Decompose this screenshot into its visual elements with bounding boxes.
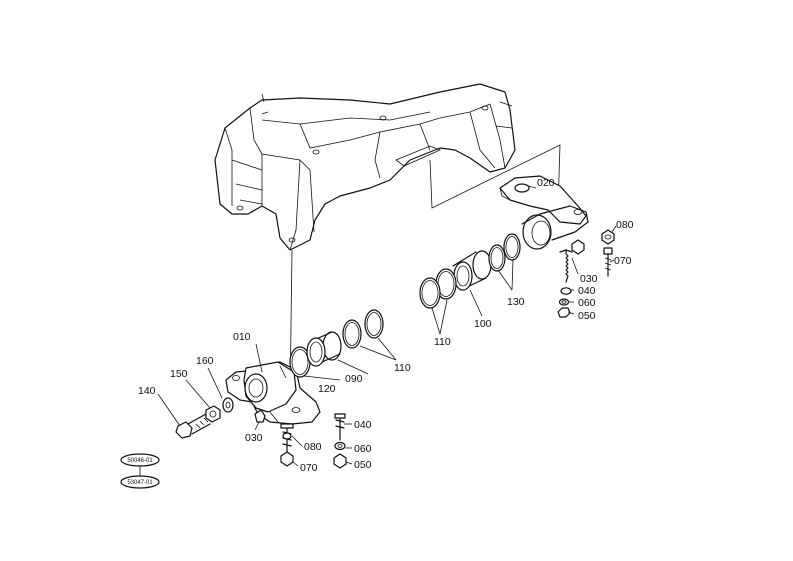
leader-lines	[139, 185, 617, 478]
label-050-left: 050	[354, 459, 372, 471]
fasteners-left	[254, 409, 347, 469]
label-030-left: 030	[245, 432, 263, 444]
rings-110-right	[419, 268, 457, 309]
bushing-120	[289, 346, 311, 378]
label-060-left: 060	[354, 443, 372, 455]
ref-code-bottom: 53047-01	[127, 480, 153, 486]
label-140: 140	[138, 385, 156, 397]
guide-lines-right	[429, 144, 561, 209]
label-150: 150	[170, 368, 188, 380]
label-010: 010	[233, 331, 251, 343]
label-090: 090	[345, 373, 363, 385]
label-060-right: 060	[578, 297, 596, 309]
bushing-100	[452, 250, 492, 291]
bolt-140	[175, 413, 211, 439]
washer-160	[222, 397, 234, 413]
label-070-right: 070	[614, 255, 632, 267]
label-160: 160	[196, 355, 214, 367]
label-130: 130	[507, 296, 525, 308]
label-020: 020	[537, 177, 555, 189]
fasteners-right	[557, 229, 615, 318]
reference-codes: 50046-01 53047-01	[120, 453, 160, 489]
label-080-right: 080	[616, 219, 634, 231]
ref-code-top: 50046-01	[127, 458, 153, 464]
label-080-left: 080	[304, 441, 322, 453]
label-110-right: 110	[434, 336, 451, 348]
bracket-020	[499, 175, 589, 250]
label-120: 120	[318, 383, 336, 395]
label-040-right: 040	[578, 285, 596, 297]
part-number-labels: 020 080 070 030 040 060 050 130 100 110 …	[138, 177, 634, 474]
label-110-left: 110	[394, 362, 411, 374]
label-070-left: 070	[300, 462, 318, 474]
nut-150	[205, 405, 221, 423]
label-030-right: 030	[580, 273, 598, 285]
label-050-right: 050	[578, 310, 596, 322]
label-100: 100	[474, 318, 492, 330]
label-040-left: 040	[354, 419, 372, 431]
frame-assembly	[214, 83, 516, 251]
rings-130	[488, 233, 521, 272]
bracket-010	[225, 361, 321, 425]
rings-110-left	[342, 309, 384, 349]
bushing-090	[306, 331, 342, 367]
